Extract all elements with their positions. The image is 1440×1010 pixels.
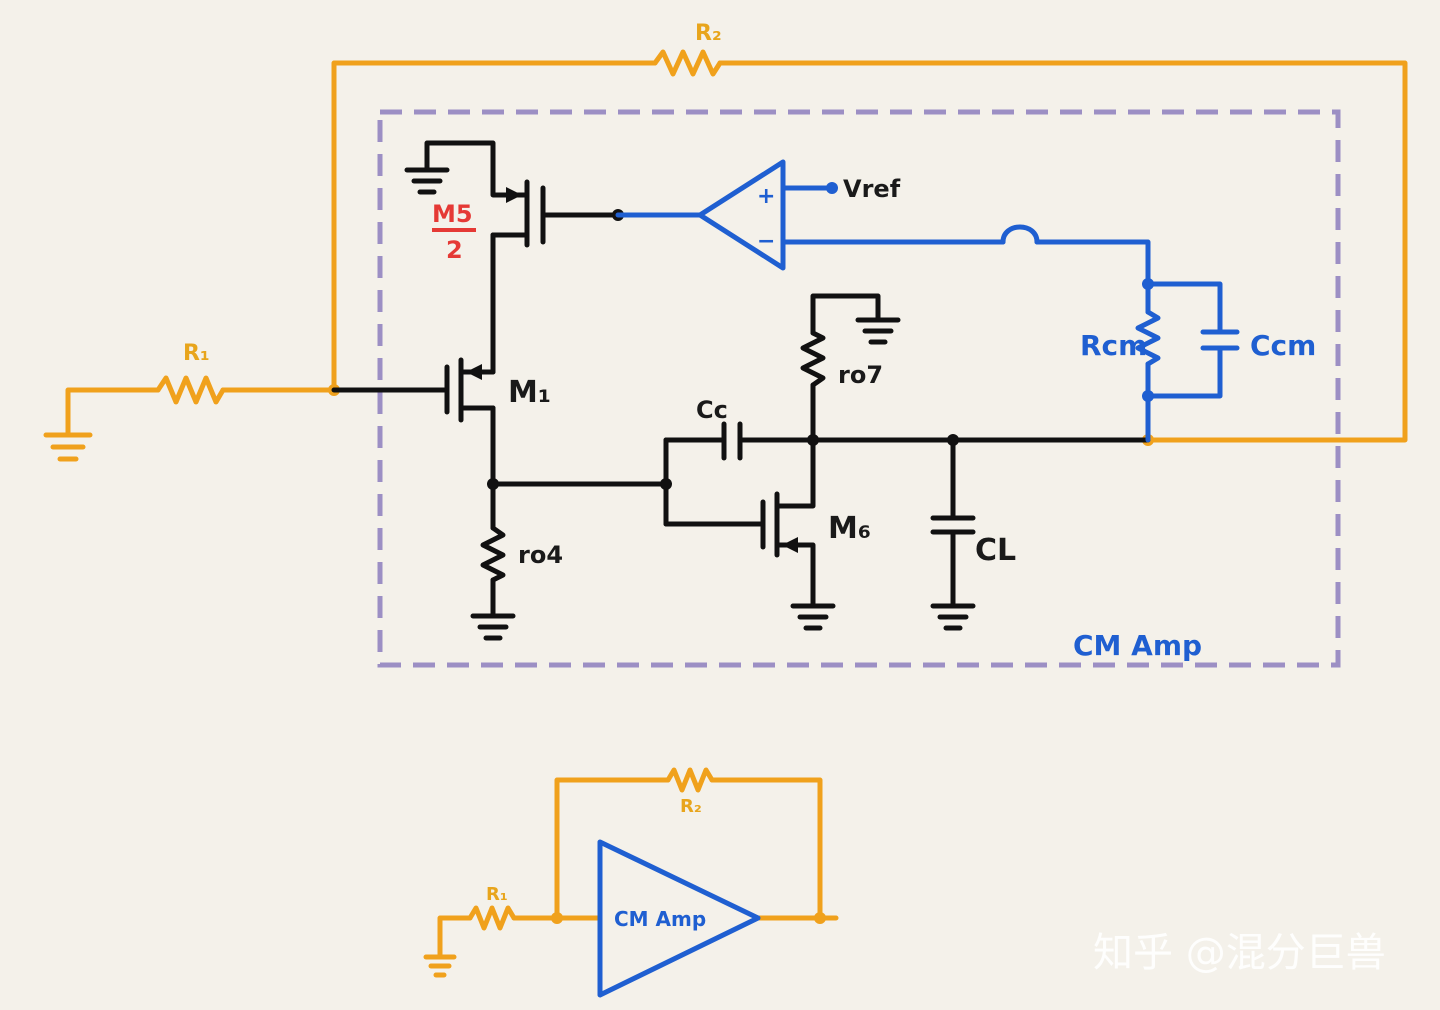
watermark-text: 知乎 @混分巨兽	[1093, 930, 1386, 976]
minus-sign: −	[757, 229, 775, 254]
small-amp-triangle	[597, 839, 761, 998]
small-feedback-network	[437, 767, 839, 958]
small-r2-label: R₂	[680, 796, 702, 817]
m1-arrow-icon	[466, 364, 482, 380]
ccm-label: Ccm	[1250, 329, 1316, 362]
m6-label: M₆	[828, 511, 871, 546]
r1-resistor	[155, 375, 226, 405]
ro4-label: ro4	[518, 541, 563, 569]
ground-m6-icon	[790, 603, 836, 631]
m6-arrow-icon	[782, 537, 798, 553]
small-r2-resistor	[665, 767, 715, 793]
m5-arrow-icon	[506, 187, 522, 203]
cc-label: Cc	[696, 396, 728, 424]
ground-cl-icon	[930, 603, 976, 631]
plus-sign: +	[757, 184, 775, 209]
m5-label-numerator: M5	[432, 200, 473, 228]
small-r1-resistor	[467, 905, 517, 931]
cm-amp-box-title: CM Amp	[1073, 629, 1202, 662]
rcm-label: Rcm	[1080, 329, 1147, 362]
ro7-label: ro7	[838, 361, 883, 389]
node-dot	[814, 912, 826, 924]
r2-resistor	[652, 49, 723, 77]
ground-ro7-icon	[855, 317, 901, 345]
node-dot	[551, 912, 563, 924]
small-ground-icon	[423, 954, 457, 978]
cm-amp-boundary-box	[377, 109, 1341, 668]
ro7-resistor	[800, 330, 826, 388]
ground-left-icon	[43, 432, 93, 462]
rcm-resistor	[1135, 309, 1161, 367]
node-dot	[1142, 278, 1154, 290]
node-dot	[487, 478, 499, 490]
r1-label: R₁	[183, 341, 210, 366]
small-r1-label: R₁	[486, 884, 508, 905]
error-amp-triangle	[697, 159, 786, 271]
node-dot	[660, 478, 672, 490]
node-dot	[947, 434, 959, 446]
m1-label: M₁	[508, 375, 551, 410]
m5-label-denominator: 2	[446, 236, 463, 264]
node-dot	[1142, 390, 1154, 402]
small-amp-label: CM Amp	[614, 907, 706, 931]
orange-feedback-network	[65, 49, 1408, 443]
cl-label: CL	[975, 533, 1016, 568]
ro4-resistor	[480, 525, 506, 583]
ground-ro4-icon	[470, 613, 516, 641]
node-dot	[807, 434, 819, 446]
ground-m5-icon	[404, 167, 450, 195]
vref-terminal-dot	[826, 182, 838, 194]
vref-label: Vref	[843, 175, 901, 203]
r2-label: R₂	[695, 21, 722, 46]
